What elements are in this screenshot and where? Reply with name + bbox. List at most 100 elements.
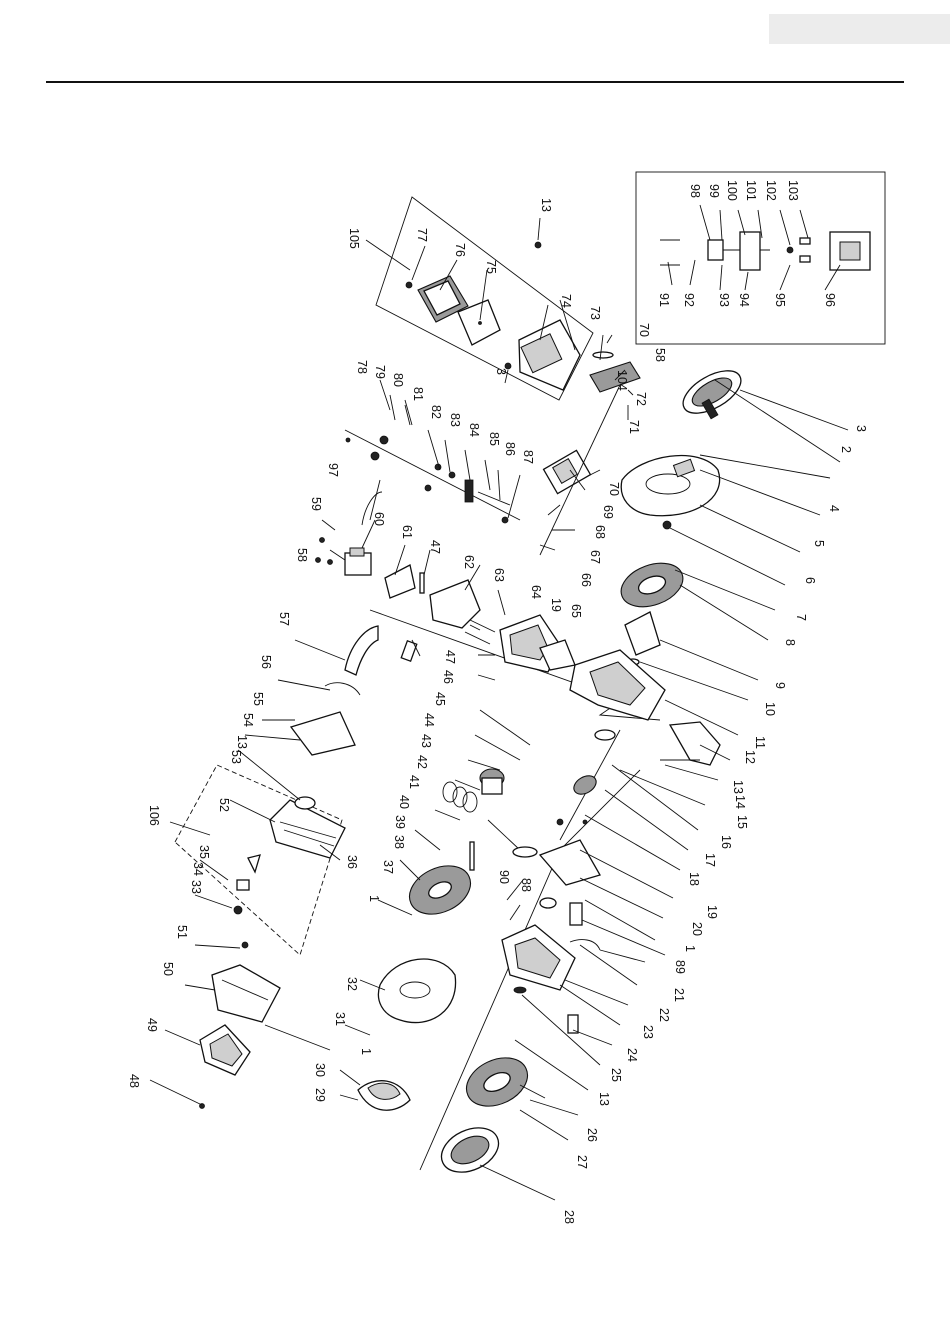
- callout-79: 79: [373, 365, 387, 379]
- callout-104: 104: [615, 370, 629, 391]
- callout-20: 20: [690, 922, 704, 936]
- callout-42: 42: [415, 755, 429, 769]
- callout-17: 17: [703, 853, 717, 867]
- air-guide-29-30: [357, 1080, 411, 1111]
- callout-78: 78: [355, 360, 369, 374]
- callout-60: 60: [372, 512, 386, 526]
- muffler: [269, 799, 346, 859]
- callout-77: 77: [415, 228, 429, 242]
- callout-75: 75: [484, 260, 498, 274]
- cooling-fan: [408, 865, 472, 915]
- callout-7: 7: [794, 614, 808, 621]
- callout-43: 43: [419, 734, 433, 748]
- ignition-coil: [660, 721, 721, 766]
- rotor: [440, 1127, 500, 1173]
- callout-30: 30: [313, 1063, 327, 1077]
- callout-68: 68: [593, 525, 607, 539]
- callout-26: 26: [585, 1128, 599, 1142]
- callout-32: 32: [345, 977, 359, 991]
- callout-3: 3: [854, 425, 868, 432]
- callout-82: 82: [429, 405, 443, 419]
- crankcase: [569, 649, 666, 721]
- callout-34: 34: [191, 862, 205, 876]
- callout-85: 85: [487, 432, 501, 446]
- pulley: [624, 611, 661, 656]
- gasket-65: [539, 639, 576, 671]
- callout-80: 80: [391, 373, 405, 387]
- callout-69: 69: [601, 505, 615, 519]
- callout-106: 106: [147, 805, 161, 826]
- callout-59: 59: [309, 497, 323, 511]
- callout-57: 57: [277, 612, 291, 626]
- callout-45: 45: [433, 692, 447, 706]
- callout-41: 41: [407, 775, 421, 789]
- callout-54: 54: [241, 713, 255, 727]
- inset-box-70: [635, 171, 886, 345]
- callout-24: 24: [625, 1048, 639, 1062]
- callout-67: 67: [588, 550, 602, 564]
- nut-34: [236, 879, 250, 891]
- bearing-1-lower: [539, 897, 557, 909]
- callout-38: 38: [392, 835, 406, 849]
- gasket-56: [324, 682, 361, 696]
- oil-sensor-89: [569, 902, 583, 926]
- callout-25: 25: [609, 1068, 623, 1082]
- callout-70: 70: [607, 482, 621, 496]
- callout-48: 48: [127, 1074, 141, 1088]
- callout-61: 61: [400, 525, 414, 539]
- leader-lines: [149, 204, 849, 1201]
- callout-63: 63: [492, 568, 506, 582]
- screw-51: [241, 941, 249, 949]
- flywheel: [620, 520, 684, 608]
- screw-77: [405, 281, 413, 289]
- gasket-20: [538, 839, 601, 886]
- callout-47: 47: [443, 650, 457, 664]
- callout-102: 102: [764, 180, 778, 201]
- inset-carburetor: [660, 231, 871, 271]
- callout-1: 1: [359, 1048, 373, 1055]
- callout-58b: 58: [653, 348, 667, 362]
- callout-1c: 1: [367, 895, 381, 902]
- callout-93: 93: [717, 293, 731, 307]
- crankcase-cover: [501, 924, 576, 991]
- callout-97: 97: [326, 463, 340, 477]
- callout-95: 95: [773, 293, 787, 307]
- callout-27: 27: [575, 1155, 589, 1169]
- callout-19: 19: [705, 905, 719, 919]
- callout-86: 86: [503, 442, 517, 456]
- callout-58: 58: [295, 548, 309, 562]
- callout-94: 94: [737, 293, 751, 307]
- callout-52: 52: [217, 798, 231, 812]
- callout-71: 71: [627, 420, 641, 434]
- callout-49: 49: [145, 1018, 159, 1032]
- callout-51: 51: [175, 925, 189, 939]
- callout-39: 39: [393, 815, 407, 829]
- callout-70-inset: 70: [637, 323, 651, 337]
- callout-13: 13: [731, 780, 745, 794]
- fuel-pump: [315, 537, 372, 576]
- nut-13-top: [534, 241, 542, 249]
- filter-cover: [417, 275, 469, 323]
- callout-65: 65: [569, 604, 583, 618]
- callout-74: 74: [559, 294, 573, 308]
- callout-29: 29: [313, 1088, 327, 1102]
- callout-36: 36: [345, 855, 359, 869]
- valve-train: [344, 399, 521, 524]
- callout-92: 92: [682, 293, 696, 307]
- spark-plug: [400, 639, 421, 663]
- parts: [199, 231, 871, 1173]
- air-cleaner-box: [211, 964, 281, 1023]
- gasket-61: [384, 564, 416, 599]
- callout-101: 101: [744, 180, 758, 201]
- callout-18: 18: [687, 872, 701, 886]
- callout-46: 46: [441, 670, 455, 684]
- callout-40: 40: [397, 795, 411, 809]
- header-rule: [46, 81, 904, 83]
- callout-91: 91: [657, 293, 671, 307]
- callout-96: 96: [823, 293, 837, 307]
- callout-11: 11: [753, 736, 767, 749]
- fan-shroud: [620, 454, 721, 517]
- callout-81: 81: [411, 387, 425, 401]
- group-boxes: [174, 171, 886, 1171]
- heat-shield-54: [289, 711, 356, 756]
